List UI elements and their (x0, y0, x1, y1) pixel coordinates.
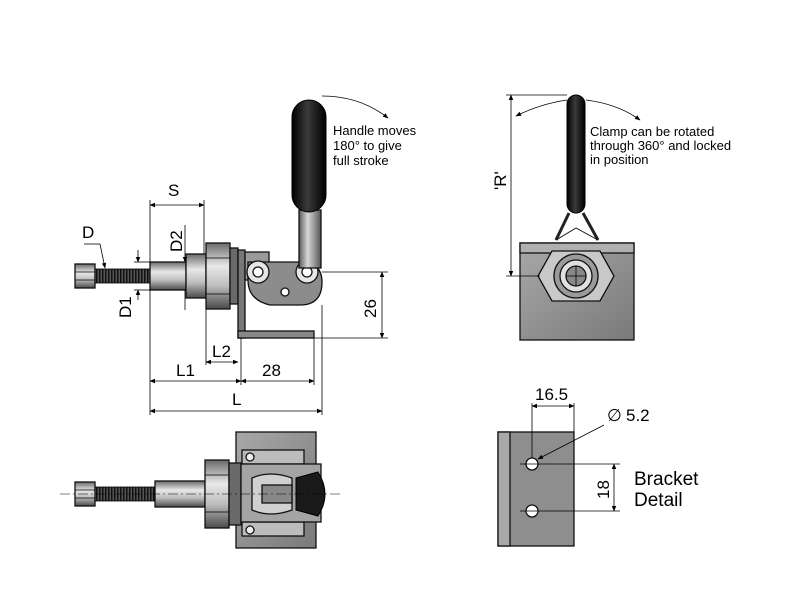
svg-text:18: 18 (594, 480, 613, 499)
svg-text:L1: L1 (176, 361, 195, 380)
dimension-l: L (149, 305, 323, 415)
dimension-diameter-5-2: ∅ 5.2 (537, 406, 650, 460)
svg-text:D1: D1 (116, 296, 135, 318)
dimension-r: 'R' (491, 94, 567, 277)
clamp-note-line-2: through 360° and locked (590, 138, 731, 153)
svg-text:D2: D2 (167, 230, 186, 252)
bracket-detail-label-1: Bracket (634, 469, 699, 490)
svg-text:5.2: 5.2 (626, 406, 650, 425)
svg-text:D: D (82, 223, 94, 242)
handle-motion-arrow (321, 95, 389, 119)
svg-text:S: S (168, 181, 179, 200)
dimension-26: 26 (314, 271, 388, 339)
dimension-l1: L1 (149, 290, 242, 415)
bracket-detail-label-2: Detail (634, 490, 683, 511)
dimension-d2: D2 (167, 225, 188, 310)
front-view: Clamp can be rotated through 360° and lo… (491, 94, 731, 341)
clamp-spindle (74, 242, 239, 310)
dimension-d: D (82, 223, 107, 269)
front-handle-grip (566, 94, 586, 214)
dimension-18: 18 (544, 463, 620, 512)
top-view (60, 431, 340, 549)
dimension-d1: D1 (116, 250, 150, 318)
svg-text:L2: L2 (212, 342, 231, 361)
dimension-28: 28 (240, 338, 315, 385)
svg-text:26: 26 (361, 299, 380, 318)
handle-note-line-1: Handle moves (333, 123, 417, 138)
dimension-16-5: 16.5 (531, 385, 575, 458)
clamp-note-line-1: Clamp can be rotated (590, 124, 714, 139)
dimension-s: S (149, 181, 205, 262)
dimension-l2: L2 (205, 309, 239, 365)
rotation-arrow-right (585, 99, 641, 121)
svg-text:28: 28 (262, 361, 281, 380)
handle-note-line-3: full stroke (333, 153, 389, 168)
side-view: Handle moves 180° to give full stroke D … (74, 95, 417, 415)
bracket-detail-plate (497, 431, 575, 547)
clamp-handle (291, 99, 327, 269)
rotation-arrow-left (515, 99, 568, 117)
svg-text:'R': 'R' (491, 171, 510, 190)
bracket-detail: 16.5 ∅ 5.2 18 Bracket Detail (497, 385, 699, 547)
clamp-note-line-3: in position (590, 152, 649, 167)
svg-text:L: L (232, 390, 241, 409)
svg-text:∅: ∅ (607, 406, 622, 425)
handle-note-line-2: 180° to give (333, 138, 402, 153)
svg-text:16.5: 16.5 (535, 385, 568, 404)
